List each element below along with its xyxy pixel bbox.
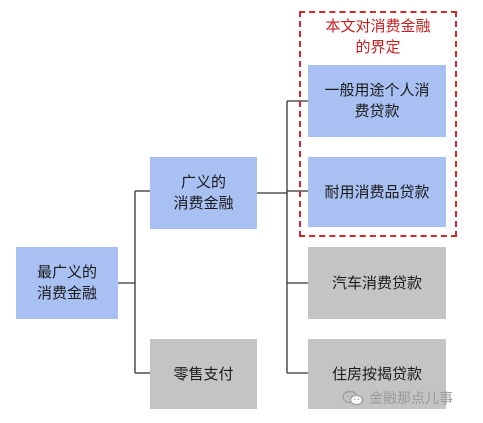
node-label: 广义的 消费金融 [173,173,234,212]
node-retail-payment: 零售支付 [150,339,257,409]
node-broadest-consumer-finance: 最广义的 消费金融 [16,247,118,319]
node-durable-goods-loan: 耐用消费品贷款 [308,157,446,227]
watermark: 金融那点儿事 [342,388,453,408]
definition-frame-title: 本文对消费金融 的界定 [325,17,431,56]
node-label: 零售支付 [173,364,234,383]
wechat-icon [342,390,364,406]
node-auto-loan: 汽车消费贷款 [308,247,446,319]
node-label: 住房按揭贷款 [331,364,422,383]
watermark-text: 金融那点儿事 [369,391,453,407]
definition-frame [299,11,457,237]
node-label: 耐用消费品贷款 [324,182,430,201]
node-mortgage-loan: 住房按揭贷款 [308,339,446,409]
node-label: 最广义的 消费金融 [36,263,97,302]
node-label: 汽车消费贷款 [331,273,422,292]
node-general-purpose-loan: 一般用途个人消 费贷款 [308,65,446,137]
node-broad-consumer-finance: 广义的 消费金融 [150,157,257,229]
node-label: 一般用途个人消 费贷款 [324,81,430,120]
